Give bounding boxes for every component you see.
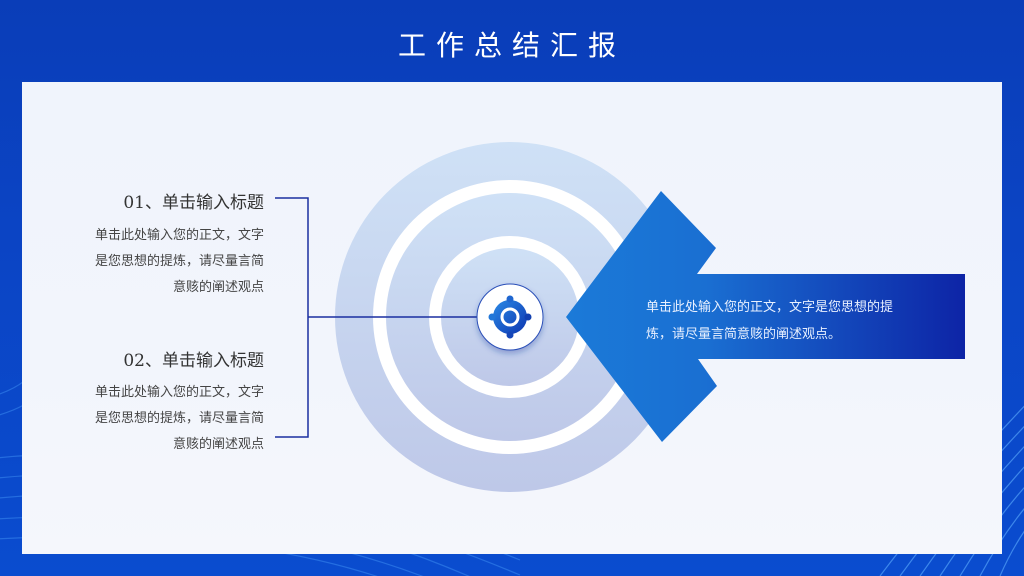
item-1-body-line: 是您思想的提炼，请尽量言简 xyxy=(94,254,264,269)
item-2-title[interactable]: 02、单击输入标题 xyxy=(123,351,264,371)
item-1-title[interactable]: 01、单击输入标题 xyxy=(123,193,264,213)
item-2-body-line: 意赅的阐述观点 xyxy=(172,437,264,452)
item-1-body-line: 单击此处输入您的正文，文字 xyxy=(94,228,264,243)
target-locate-icon[interactable] xyxy=(476,283,544,351)
item-1-body-line: 意赅的阐述观点 xyxy=(172,280,264,295)
bracket-connector xyxy=(275,197,478,438)
arrow-text-line: 炼，请尽量言简意赅的阐述观点。 xyxy=(646,327,842,342)
item-1-body[interactable]: 单击此处输入您的正文，文字 是您思想的提炼，请尽量言简 意赅的阐述观点 xyxy=(54,223,264,301)
item-2-body-line: 是您思想的提炼，请尽量言简 xyxy=(94,411,264,426)
slide-title: 工作总结汇报 xyxy=(397,29,626,62)
arrow-text-line: 单击此处输入您的正文，文字是您思想的提 xyxy=(646,300,894,315)
item-2-body-line: 单击此处输入您的正文，文字 xyxy=(94,385,264,400)
item-2-body[interactable]: 单击此处输入您的正文，文字 是您思想的提炼，请尽量言简 意赅的阐述观点 xyxy=(54,380,264,458)
arrow-shape xyxy=(566,191,965,442)
arrow-body-text[interactable]: 单击此处输入您的正文，文字是您思想的提 炼，请尽量言简意赅的阐述观点。 xyxy=(646,294,946,348)
